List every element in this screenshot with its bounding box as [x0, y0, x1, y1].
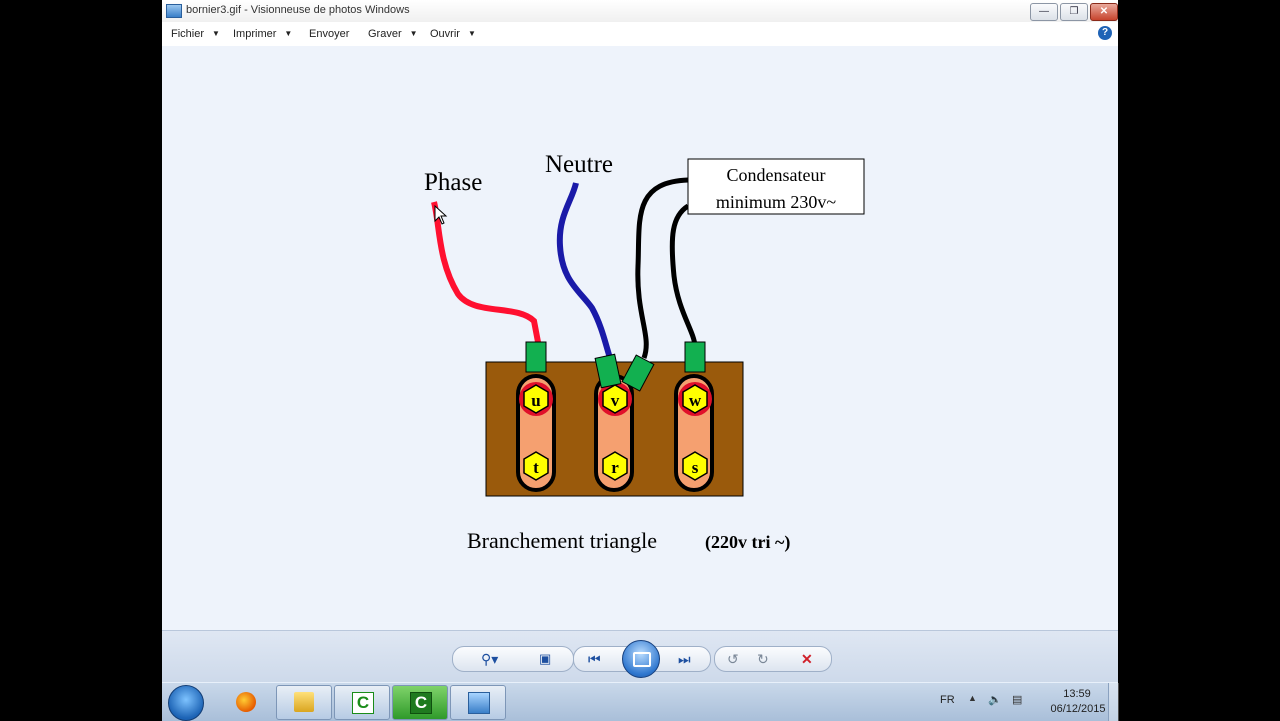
menu-ouvrir-label: Ouvrir [430, 28, 460, 40]
terminal-label-r: r [611, 458, 619, 477]
actual-size-icon[interactable]: ▣ [539, 651, 552, 666]
neutre-label: Neutre [545, 151, 613, 178]
condensateur-label-line1: Condensateur [727, 165, 826, 185]
taskbar-camtasia-recorder[interactable]: C [392, 685, 448, 720]
next-icon[interactable]: ⏭ [678, 651, 691, 667]
terminal-label-t: t [533, 458, 539, 477]
clock-date[interactable]: 06/12/2015 [1050, 703, 1106, 715]
clock-time[interactable]: 13:59 [1063, 688, 1091, 700]
menu-graver[interactable]: Graver ▼ [368, 28, 418, 40]
terminal-label-u: u [531, 391, 540, 410]
minimize-button[interactable]: — [1030, 3, 1058, 21]
taskbar-explorer[interactable] [276, 685, 332, 720]
menu-fichier[interactable]: Fichier ▼ [171, 28, 220, 40]
terminal-label-v: v [611, 391, 620, 410]
menu-envoyer[interactable]: Envoyer [309, 28, 349, 40]
viewer-control-bar: ⚲▾ ▣ ⏮ ⏭ ↺ ↻ ✕ [162, 630, 1118, 683]
photo-viewer-icon [468, 692, 490, 714]
connector-u [525, 341, 547, 373]
menu-bar: Fichier ▼ Imprimer ▼ Envoyer Graver ▼ Ouvri… [162, 22, 1118, 46]
terminal-label-w: w [689, 391, 702, 410]
previous-icon[interactable]: ⏮ [588, 651, 601, 667]
title-bar: bornier3.gif - Visionneuse de photos Win… [162, 0, 1118, 23]
language-indicator[interactable]: FR [940, 694, 955, 706]
folder-icon [294, 692, 314, 712]
nut-t [523, 451, 549, 481]
chevron-down-icon: ▼ [284, 29, 293, 38]
show-desktop-button[interactable] [1108, 683, 1119, 721]
menu-graver-label: Graver [368, 28, 402, 40]
menu-imprimer-label: Imprimer [233, 28, 277, 40]
maximize-button[interactable]: ❐ [1060, 3, 1088, 21]
menu-envoyer-label: Envoyer [309, 28, 350, 40]
terminal-label-s: s [692, 458, 699, 477]
connector-w [684, 341, 706, 373]
neutre-wire [556, 182, 613, 359]
nut-r [602, 451, 628, 481]
phase-wire [431, 201, 541, 343]
chevron-down-icon: ▼ [467, 29, 476, 38]
camtasia-recorder-icon: C [410, 692, 432, 714]
condensateur-box [687, 158, 865, 215]
menu-imprimer[interactable]: Imprimer ▼ [233, 28, 292, 40]
edit-group: ↺ ↻ ✕ [714, 646, 832, 672]
photo-viewer-app-icon [166, 4, 182, 18]
slideshow-button[interactable] [622, 640, 660, 678]
taskbar: C C FR ▲ 🔈 ▤ 13:59 06/12/2015 [162, 682, 1119, 721]
caption-main: Branchement triangle [467, 528, 657, 553]
condensateur-label-line2: minimum 230v~ [716, 192, 837, 212]
start-button[interactable] [168, 685, 204, 721]
connector-v-neutre [594, 353, 622, 389]
rotate-right-icon[interactable]: ↻ [757, 651, 769, 667]
caption-detail: (220v tri ~) [705, 532, 790, 553]
nut-v [602, 384, 628, 414]
help-icon[interactable]: ? [1098, 26, 1112, 40]
nut-w [682, 384, 708, 414]
close-button[interactable]: ✕ [1090, 3, 1118, 21]
rotate-left-icon[interactable]: ↺ [727, 651, 739, 667]
volume-icon[interactable]: 🔈 [988, 694, 1002, 706]
window-title: bornier3.gif - Visionneuse de photos Win… [186, 4, 410, 16]
condensateur-wire-left [635, 177, 689, 359]
taskbar-firefox[interactable] [218, 685, 274, 720]
nut-s [682, 451, 708, 481]
photo-viewer-window: bornier3.gif - Visionneuse de photos Win… [162, 0, 1118, 683]
firefox-icon [236, 692, 256, 712]
slideshow-icon [633, 652, 651, 667]
chevron-down-icon: ▼ [409, 29, 418, 38]
menu-fichier-label: Fichier [171, 28, 205, 40]
nut-u [523, 384, 549, 414]
zoom-icon[interactable]: ⚲▾ [481, 651, 499, 667]
tray-expand-icon[interactable]: ▲ [968, 693, 977, 703]
phase-label: Phase [424, 169, 482, 196]
zoom-group: ⚲▾ ▣ [452, 646, 574, 672]
condensateur-wire-right [669, 203, 698, 347]
camtasia-icon: C [352, 692, 374, 714]
taskbar-camtasia[interactable]: C [334, 685, 390, 720]
mouse-cursor-icon [434, 204, 448, 225]
image-canvas: u v w t r s Phase Neutre Condensateur mi… [162, 46, 1118, 630]
menu-ouvrir[interactable]: Ouvrir ▼ [430, 28, 476, 40]
wiring-diagram: u v w t r s Phase Neutre Condensateur mi… [424, 151, 865, 553]
delete-icon[interactable]: ✕ [801, 651, 813, 667]
chevron-down-icon: ▼ [212, 29, 220, 38]
network-icon[interactable]: ▤ [1012, 694, 1023, 706]
taskbar-photo-viewer[interactable] [450, 685, 506, 720]
connector-v-condensateur [621, 354, 655, 392]
